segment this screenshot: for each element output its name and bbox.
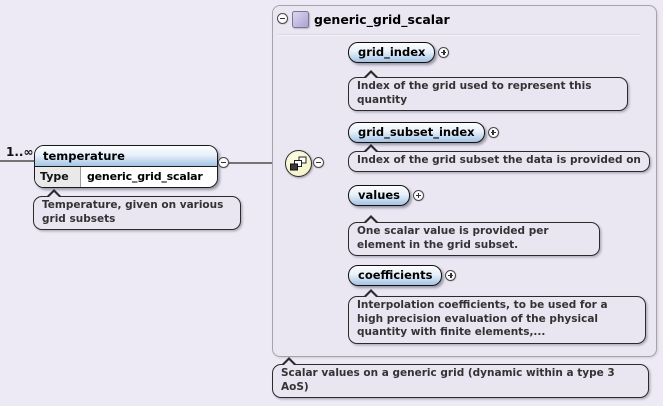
container-title: generic_grid_scalar bbox=[314, 12, 450, 27]
element-temperature[interactable]: temperature Type generic_grid_scalar bbox=[34, 145, 218, 188]
element-values[interactable]: values bbox=[348, 185, 411, 206]
collapse-icon-compositor[interactable] bbox=[313, 157, 324, 168]
expand-icon-coefficients[interactable] bbox=[445, 270, 457, 281]
complex-type-icon bbox=[292, 11, 309, 28]
element-row-coefficients: coefficients bbox=[348, 265, 457, 286]
annotation-container: Scalar values on a generic grid (dynamic… bbox=[272, 356, 649, 399]
expand-icon-values[interactable] bbox=[413, 190, 425, 201]
element-grid-index[interactable]: grid_index bbox=[348, 42, 436, 63]
annotation-grid-index: Index of the grid used to represent this… bbox=[348, 69, 628, 112]
all-compositor-icon[interactable] bbox=[285, 150, 312, 177]
annotation-coefficients: Interpolation coefficients, to be used f… bbox=[348, 289, 646, 344]
element-coefficients[interactable]: coefficients bbox=[348, 265, 443, 286]
annotation-temperature: Temperature, given on various grid subse… bbox=[33, 188, 241, 231]
annotation-grid-subset-index: Index of the grid subset the data is pro… bbox=[348, 144, 650, 172]
element-temperature-name: temperature bbox=[35, 146, 217, 167]
expand-icon-grid-subset-index[interactable] bbox=[487, 127, 499, 138]
element-row-grid-subset-index: grid_subset_index bbox=[348, 122, 499, 143]
element-row-grid-index: grid_index bbox=[348, 42, 450, 63]
stacked-squares-glyph bbox=[290, 156, 307, 170]
annotation-values: One scalar value is provided per element… bbox=[348, 214, 600, 257]
element-row-values: values bbox=[348, 185, 425, 206]
collapse-icon-temperature[interactable] bbox=[218, 157, 229, 168]
type-value[interactable]: generic_grid_scalar bbox=[87, 170, 203, 183]
type-label: Type bbox=[35, 167, 81, 187]
element-grid-subset-index[interactable]: grid_subset_index bbox=[348, 122, 485, 143]
element-temperature-type-row: Type generic_grid_scalar bbox=[35, 167, 217, 187]
header-separator bbox=[278, 34, 640, 36]
expand-icon-grid-index[interactable] bbox=[438, 47, 450, 58]
collapse-icon-container[interactable] bbox=[277, 13, 288, 24]
cardinality-label: 1..∞ bbox=[6, 145, 34, 159]
